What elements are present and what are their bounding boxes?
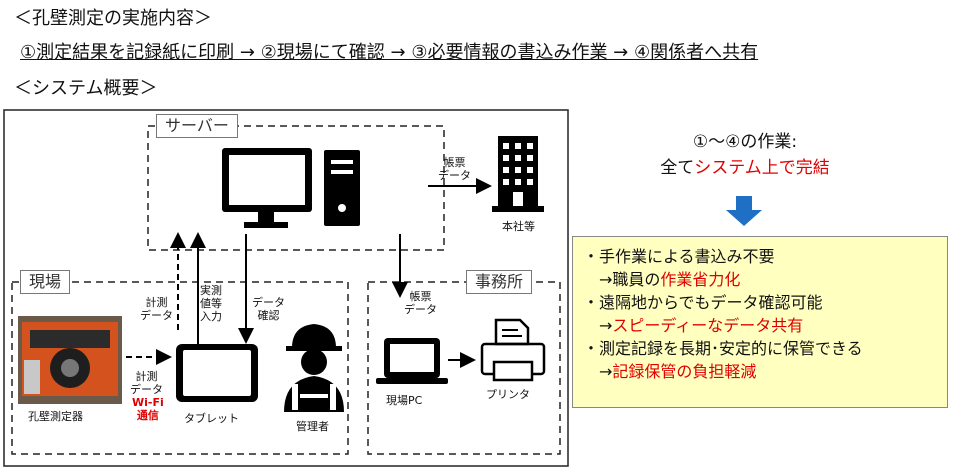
wifi-label: Wi-Fi 通信 xyxy=(132,396,164,422)
data-confirm-label: データ 確認 xyxy=(252,296,285,322)
tablet-label: タブレット xyxy=(184,412,239,425)
summary-prefix: 全て xyxy=(660,158,695,178)
building-icon xyxy=(492,136,544,212)
benefits-box: ・手作業による書込み不要 →職員の作業省力化 ・遠隔地からでもデータ確認可能 →… xyxy=(572,236,948,408)
procedure-flow: ①測定結果を記録紙に印刷 → ②現場にて確認 → ③必要情報の書込み作業 → ④… xyxy=(20,42,759,63)
diagram-frame xyxy=(3,109,569,467)
manager-label: 管理者 xyxy=(296,420,329,433)
site-label: 現場 xyxy=(20,270,71,294)
benefit-1-result: →職員の作業省力化 xyxy=(583,268,947,291)
measured-values-label: 実測 値等 入力 xyxy=(200,284,222,323)
benefit-1-prefix: →職員の xyxy=(599,270,661,289)
benefit-1-highlight: 作業省力化 xyxy=(660,270,741,289)
office-label: 事務所 xyxy=(466,270,533,294)
benefit-3-prefix: → xyxy=(599,362,613,381)
manager-icon xyxy=(284,324,344,412)
system-heading: ＜システム概要＞ xyxy=(14,78,158,99)
measure-data-label-lower: 計測 データ xyxy=(130,370,163,396)
server-group xyxy=(147,125,445,251)
tablet-icon xyxy=(176,344,258,402)
device-label: 孔壁測定器 xyxy=(28,410,83,423)
summary-line2: 全てシステム上で完結 xyxy=(630,156,860,180)
site-pc-label: 現場PC xyxy=(386,394,423,407)
summary-line1: ①～④の作業: xyxy=(692,132,798,152)
borehole-device-image xyxy=(18,316,122,404)
printer-label: プリンタ xyxy=(486,388,530,401)
benefit-2: ・遠隔地からでもデータ確認可能 xyxy=(583,293,823,312)
summary-highlight: システム上で完結 xyxy=(694,158,830,178)
benefit-2-prefix: → xyxy=(599,316,613,335)
site-group xyxy=(11,281,349,455)
measure-data-label-upper: 計測 データ xyxy=(140,296,173,322)
benefit-2-highlight: スピーディーなデータ共有 xyxy=(612,316,804,335)
printer-icon xyxy=(480,318,546,382)
server-computer-icon xyxy=(222,148,360,228)
head-office-label: 本社等 xyxy=(502,220,535,233)
benefit-3-highlight: 記録保管の負担軽減 xyxy=(612,362,757,381)
benefit-1: ・手作業による書込み不要 xyxy=(583,247,775,266)
benefit-3-result: →記録保管の負担軽減 xyxy=(583,360,947,383)
benefit-3: ・測定記録を長期･安定的に保管できる xyxy=(583,339,863,358)
office-group xyxy=(367,281,561,455)
procedure-heading: ＜孔壁測定の実施内容＞ xyxy=(14,8,212,29)
laptop-icon xyxy=(376,338,448,384)
report-data-label-top: 帳票 データ xyxy=(438,156,471,182)
server-label: サーバー xyxy=(156,114,238,138)
report-data-label-office: 帳票 データ xyxy=(404,290,437,316)
down-arrow-icon xyxy=(726,196,762,226)
benefit-2-result: →スピーディーなデータ共有 xyxy=(583,314,947,337)
